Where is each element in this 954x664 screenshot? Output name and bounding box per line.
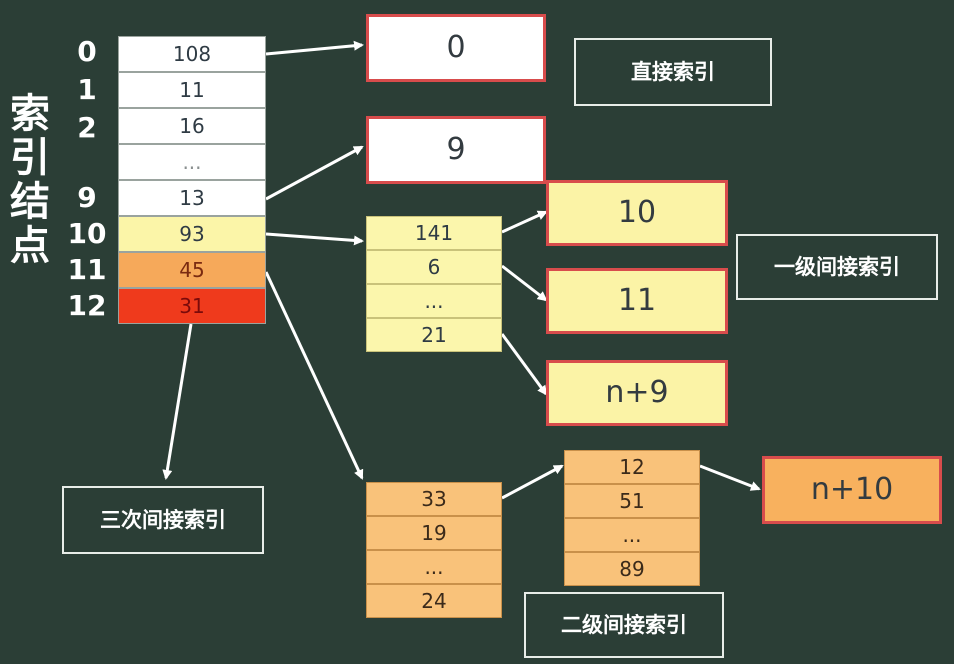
pointer-cell-ellipsis: ... — [564, 518, 700, 552]
arrow-direct-9 — [265, 145, 364, 201]
pointer-cell-ellipsis: ... — [366, 284, 502, 318]
index-number: 10 — [67, 217, 107, 250]
label-triple-indirect: 三次间接索引 — [62, 486, 264, 554]
arrow-to-triple — [162, 323, 193, 480]
arrow-to-single-block — [265, 232, 364, 246]
single-indirect-block: 141 6 ... 21 — [366, 216, 502, 352]
index-number: 0 — [77, 35, 97, 68]
address-cell: 11 — [118, 72, 266, 108]
pointer-cell: 19 — [366, 516, 502, 550]
pointer-cell: 24 — [366, 584, 502, 618]
arrow-single-11 — [501, 264, 548, 302]
address-cell: 13 — [118, 180, 266, 216]
pointer-cell: 12 — [564, 450, 700, 484]
index-number: 9 — [77, 181, 97, 214]
data-block-n9: n+9 — [546, 360, 728, 426]
index-number: 2 — [77, 111, 97, 144]
address-cell-ellipsis: ... — [118, 144, 266, 180]
pointer-cell: 33 — [366, 482, 502, 516]
index-number: 12 — [67, 289, 107, 322]
data-block-0: 0 — [366, 14, 546, 82]
index-number: 1 — [77, 73, 97, 106]
inode-title: 索引结点 — [10, 91, 50, 269]
arrow-double-first-to-second — [501, 464, 564, 500]
pointer-cell: 6 — [366, 250, 502, 284]
arrow-single-n9 — [500, 333, 548, 396]
label-direct-index: 直接索引 — [574, 38, 772, 106]
pointer-cell: 89 — [564, 552, 700, 586]
address-cell-single-indirect: 93 — [118, 216, 266, 252]
arrow-direct-0 — [265, 40, 364, 56]
pointer-cell: 21 — [366, 318, 502, 352]
data-block-10: 10 — [546, 180, 728, 246]
double-indirect-second-block: 12 51 ... 89 — [564, 450, 700, 586]
inode-address-table: 108 11 16 ... 13 93 45 31 — [118, 36, 266, 324]
arrow-double-to-target — [699, 464, 761, 491]
label-single-indirect: 一级间接索引 — [736, 234, 938, 300]
data-block-n10: n+10 — [762, 456, 942, 524]
address-cell: 16 — [118, 108, 266, 144]
pointer-cell-ellipsis: ... — [366, 550, 502, 584]
data-block-9: 9 — [366, 116, 546, 184]
address-cell-triple-indirect: 31 — [118, 288, 266, 324]
index-number: 11 — [67, 253, 107, 286]
label-double-indirect: 二级间接索引 — [524, 592, 724, 658]
pointer-cell: 51 — [564, 484, 700, 518]
pointer-cell: 141 — [366, 216, 502, 250]
double-indirect-first-block: 33 19 ... 24 — [366, 482, 502, 618]
arrow-to-double-first — [264, 271, 364, 480]
arrow-single-10 — [501, 210, 548, 234]
data-block-11: 11 — [546, 268, 728, 334]
address-cell: 108 — [118, 36, 266, 72]
address-cell-double-indirect: 45 — [118, 252, 266, 288]
